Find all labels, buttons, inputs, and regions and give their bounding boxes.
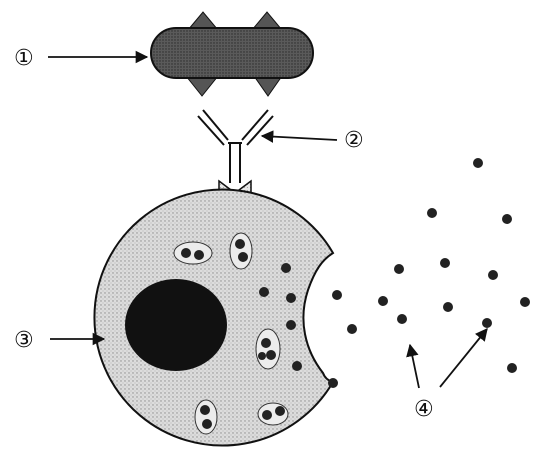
granule <box>440 258 450 268</box>
granule <box>259 287 269 297</box>
granule <box>473 158 483 168</box>
arrow-4b <box>440 329 487 387</box>
vesicle <box>256 329 280 369</box>
vesicle <box>258 403 288 425</box>
antigen-body <box>151 28 313 78</box>
granule <box>427 208 437 218</box>
vesicle <box>230 233 252 269</box>
label-3: ③ <box>14 328 34 353</box>
granule <box>502 214 512 224</box>
antibody <box>198 110 273 183</box>
released-granules <box>332 158 530 373</box>
granule <box>507 363 517 373</box>
phagocyte-cell <box>94 190 338 446</box>
granule <box>347 324 357 334</box>
nucleus <box>125 279 227 371</box>
granule <box>397 314 407 324</box>
vesicle <box>195 400 217 434</box>
label-1: ① <box>14 46 34 71</box>
granule <box>332 290 342 300</box>
granule <box>394 264 404 274</box>
granule <box>520 297 530 307</box>
granule <box>443 302 453 312</box>
granule <box>482 318 492 328</box>
granule <box>328 378 338 388</box>
granule <box>281 263 291 273</box>
label-4: ④ <box>414 397 434 422</box>
granule <box>488 270 498 280</box>
granule <box>378 296 388 306</box>
vesicle <box>174 242 212 264</box>
granule <box>286 320 296 330</box>
arrow-4a <box>410 345 419 388</box>
antigen <box>151 12 313 96</box>
granule <box>292 361 302 371</box>
label-2: ② <box>344 128 364 153</box>
arrow-2 <box>262 136 337 140</box>
granule <box>286 293 296 303</box>
